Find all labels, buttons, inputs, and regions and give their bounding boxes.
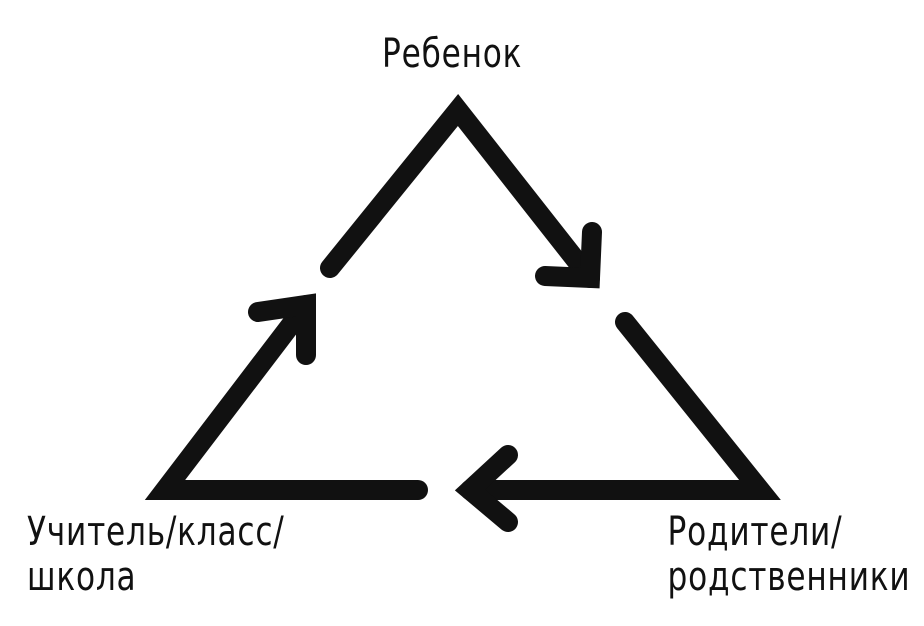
arrowhead-child: [248, 293, 316, 365]
arrowhead-teacher: [454, 445, 518, 532]
edge-child-to-parents: [320, 93, 600, 288]
arrow-child-to-parents: [320, 93, 602, 289]
arrowhead-parents: [535, 222, 602, 289]
node-label-parents-line2: родственники: [667, 553, 910, 600]
arrow-teacher-to-child: [144, 293, 428, 500]
node-label-teacher: Учитель/класс/ школа: [27, 510, 285, 600]
node-label-parents-line1: Родители/: [667, 509, 842, 555]
node-label-teacher-line2: школа: [27, 553, 137, 600]
node-label-child: Ребенок: [382, 32, 522, 77]
node-label-child-text: Ребенок: [382, 31, 523, 77]
arrow-parents-to-teacher: [454, 312, 781, 532]
node-label-parents: Родители/ родственники: [667, 510, 910, 600]
edge-parents-to-teacher: [460, 312, 781, 500]
edge-teacher-to-child: [144, 295, 428, 500]
node-label-teacher-line1: Учитель/класс/: [27, 509, 285, 555]
